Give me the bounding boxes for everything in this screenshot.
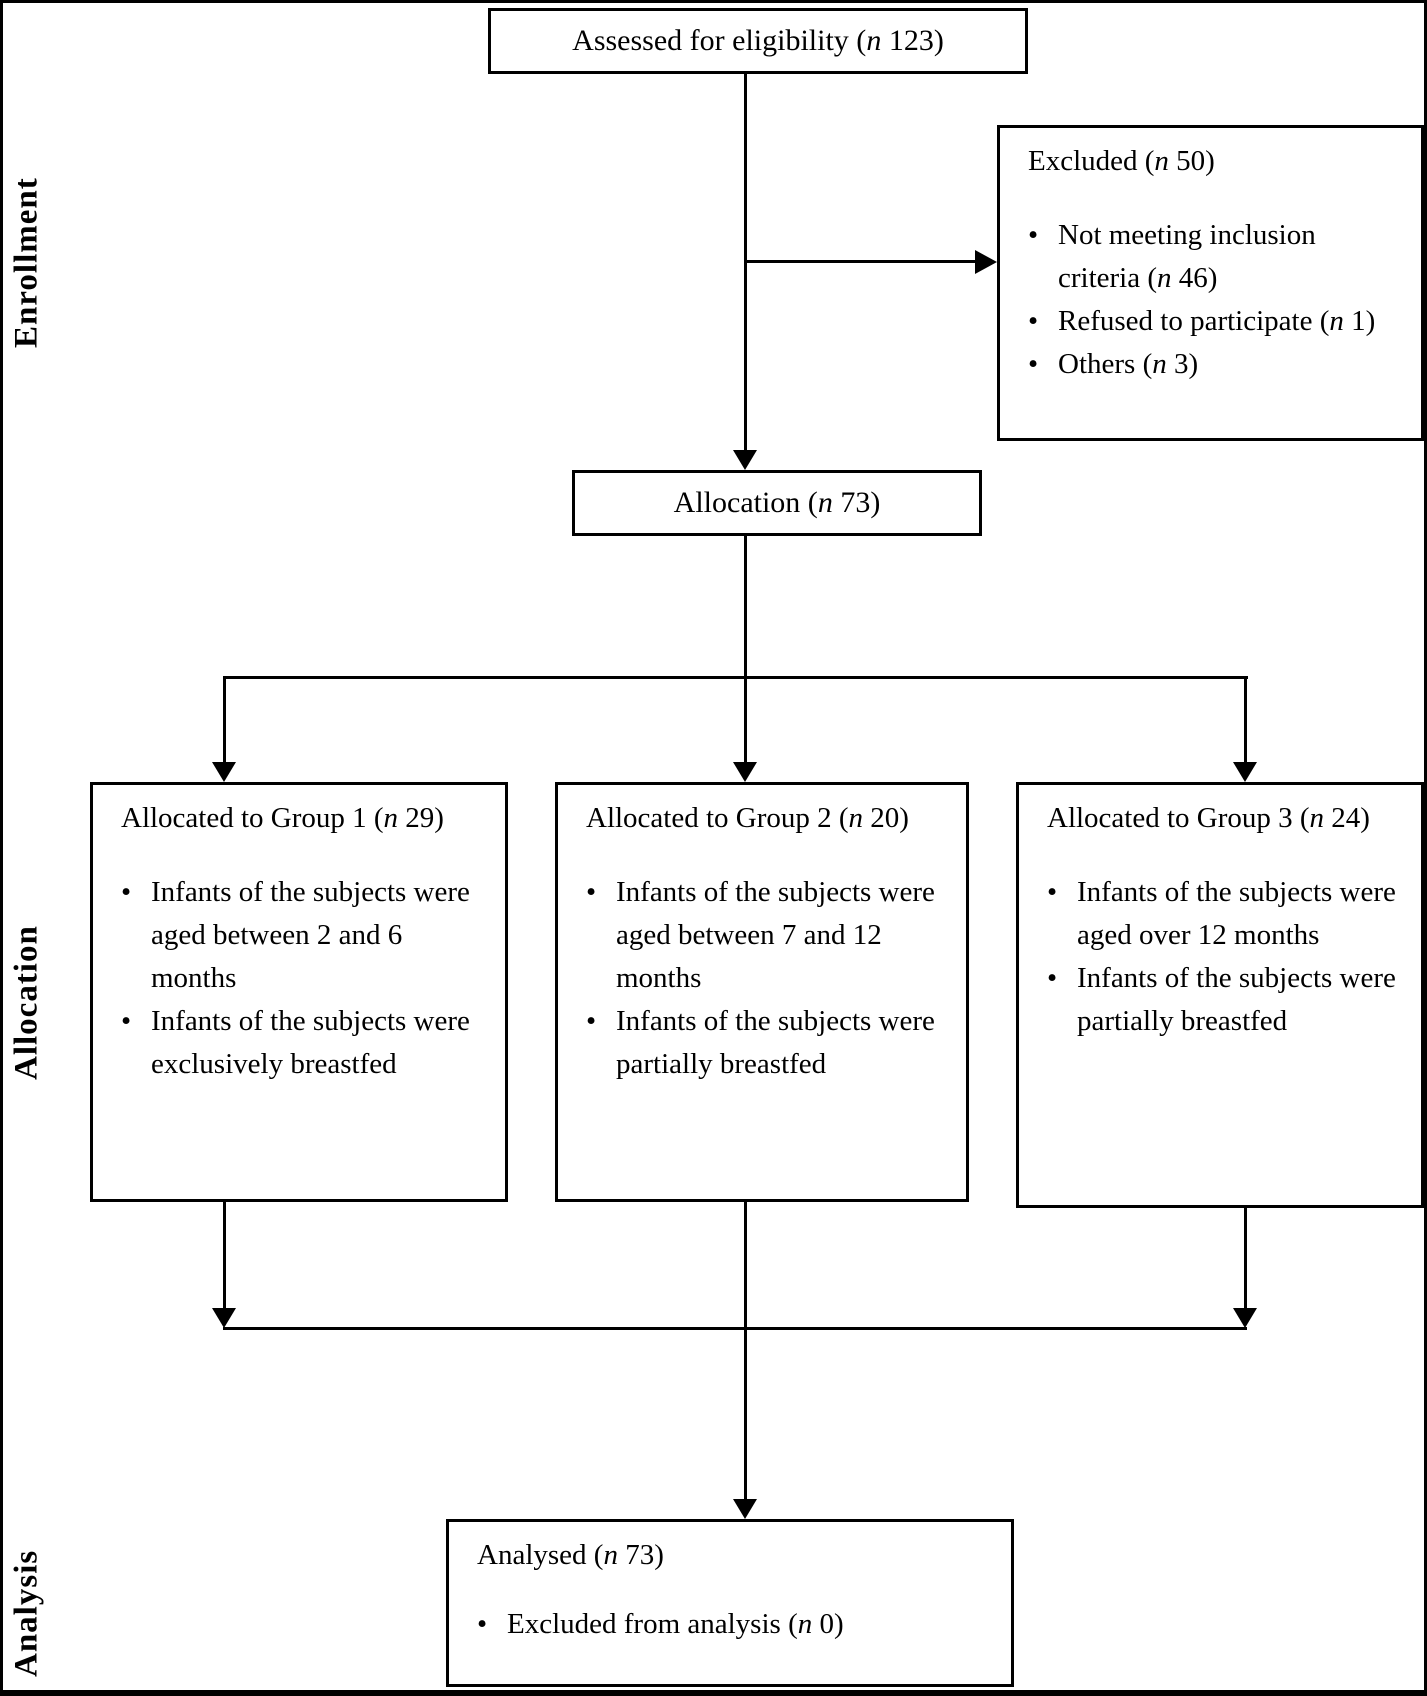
group2-bullet-1: • Infants of the subjects were aged betw… [586,871,948,1000]
bullet-icon: • [1047,875,1058,908]
excluded-bullet-list: • Not meeting inclusion criteria (n 46) … [1028,214,1403,386]
group1-bullet-1-text: Infants of the subjects were aged betwee… [151,875,470,994]
split-branch-middle [744,679,747,762]
bullet-icon: • [1028,347,1039,380]
analysed-bullet-list: • Excluded from analysis (n 0) [477,1603,993,1646]
group3-box: Allocated to Group 3 (n 24) • Infants of… [1016,782,1424,1208]
stage-label-enrollment: Enrollment [3,113,51,413]
stage-label-allocation: Allocation [3,898,51,1108]
bullet-icon: • [121,1004,132,1037]
stage-label-allocation-text: Allocation [8,925,45,1081]
excluded-bullet-3: • Others (n 3) [1028,343,1403,386]
arrowhead-into-excluded [975,250,997,274]
allocation-title-post: 73) [832,485,881,519]
analysed-bullet-1-text: Excluded from analysis (n 0) [507,1607,844,1640]
group1-bullet-2: • Infants of the subjects were exclusive… [121,1000,487,1086]
bullet-icon: • [121,875,132,908]
allocation-title-pre: Allocation ( [673,485,818,519]
group3-bullet-2-text: Infants of the subjects were partially b… [1077,961,1396,1037]
group2-box: Allocated to Group 2 (n 20) • Infants of… [555,782,969,1202]
group2-bullet-1-text: Infants of the subjects were aged betwee… [616,875,935,994]
group1-bullet-2-text: Infants of the subjects were exclusively… [151,1004,470,1080]
stage-label-analysis: Analysis [3,1538,51,1688]
arrowhead-into-analysed [733,1499,757,1519]
excluded-bullet-3-text: Others (n 3) [1058,347,1199,380]
split-horizontal-line [223,676,1248,679]
group2-bullet-2-text: Infants of the subjects were partially b… [616,1004,935,1080]
arrowhead-into-allocation [733,450,757,470]
group1-bullet-1: • Infants of the subjects were aged betw… [121,871,487,1000]
stage-label-analysis-text: Analysis [8,1549,45,1677]
excluded-title-post: 50) [1168,145,1215,177]
group3-bullet-1-text: Infants of the subjects were aged over 1… [1077,875,1396,951]
group2-bullet-2: • Infants of the subjects were partially… [586,1000,948,1086]
allocation-box: Allocation (n 73) [572,470,982,536]
excluded-bullet-1: • Not meeting inclusion criteria (n 46) [1028,214,1403,300]
group1-box: Allocated to Group 1 (n 29) • Infants of… [90,782,508,1202]
allocation-title-n: n [817,485,833,519]
connector-group3-to-merge [1244,1206,1247,1310]
bullet-icon: • [1028,218,1039,251]
group2-bullet-list: • Infants of the subjects were aged betw… [586,871,948,1086]
connector-allocation-to-split [744,533,747,679]
arrowhead-into-group2 [733,762,757,782]
analysed-bullet-1: • Excluded from analysis (n 0) [477,1603,993,1646]
bullet-icon: • [477,1607,488,1640]
group1-bullet-list: • Infants of the subjects were aged betw… [121,871,487,1086]
excluded-title: Excluded (n 50) [1028,140,1403,183]
group3-bullet-list: • Infants of the subjects were aged over… [1047,871,1403,1043]
group1-title: Allocated to Group 1 (n 29) [121,802,444,834]
assessed-title-n: n [866,23,882,57]
arrowhead-into-group3 [1233,762,1257,782]
merge-horizontal-line [223,1327,1247,1330]
connector-group1-to-merge [223,1200,226,1310]
group3-bullet-1: • Infants of the subjects were aged over… [1047,871,1403,957]
excluded-bullet-2-text: Refused to participate (n 1) [1058,304,1376,337]
bullet-icon: • [1028,304,1039,337]
analysed-box: Analysed (n 73) • Excluded from analysis… [446,1519,1014,1687]
allocation-title: Allocation (n 73) [674,481,881,525]
split-branch-left [223,676,226,762]
arrowhead-into-group1 [212,762,236,782]
bullet-icon: • [1047,961,1058,994]
assessed-box: Assessed for eligibility (n 123) [488,8,1028,74]
analysed-title: Analysed (n 73) [477,1539,664,1571]
connector-group2-to-analysed [744,1200,747,1502]
excluded-bullet-1-text: Not meeting inclusion criteria (n 46) [1058,218,1316,294]
excluded-bullet-2: • Refused to participate (n 1) [1028,300,1403,343]
excluded-title-n: n [1154,145,1169,177]
bullet-icon: • [586,1004,597,1037]
group3-bullet-2: • Infants of the subjects were partially… [1047,957,1403,1043]
assessed-title-post: 123) [881,23,944,57]
arrowhead-group3-merge [1233,1308,1257,1328]
assessed-title-pre: Assessed for eligibility ( [572,23,867,57]
stage-label-enrollment-text: Enrollment [8,177,45,349]
connector-to-excluded [745,260,977,263]
bullet-icon: • [586,875,597,908]
excluded-box: Excluded (n 50) • Not meeting inclusion … [997,125,1424,441]
assessed-title: Assessed for eligibility (n 123) [572,19,944,63]
split-branch-right [1244,676,1247,762]
excluded-title-pre: Excluded ( [1028,145,1155,177]
group2-title: Allocated to Group 2 (n 20) [586,802,909,834]
arrowhead-group1-merge [212,1308,236,1328]
group3-title: Allocated to Group 3 (n 24) [1047,802,1370,834]
